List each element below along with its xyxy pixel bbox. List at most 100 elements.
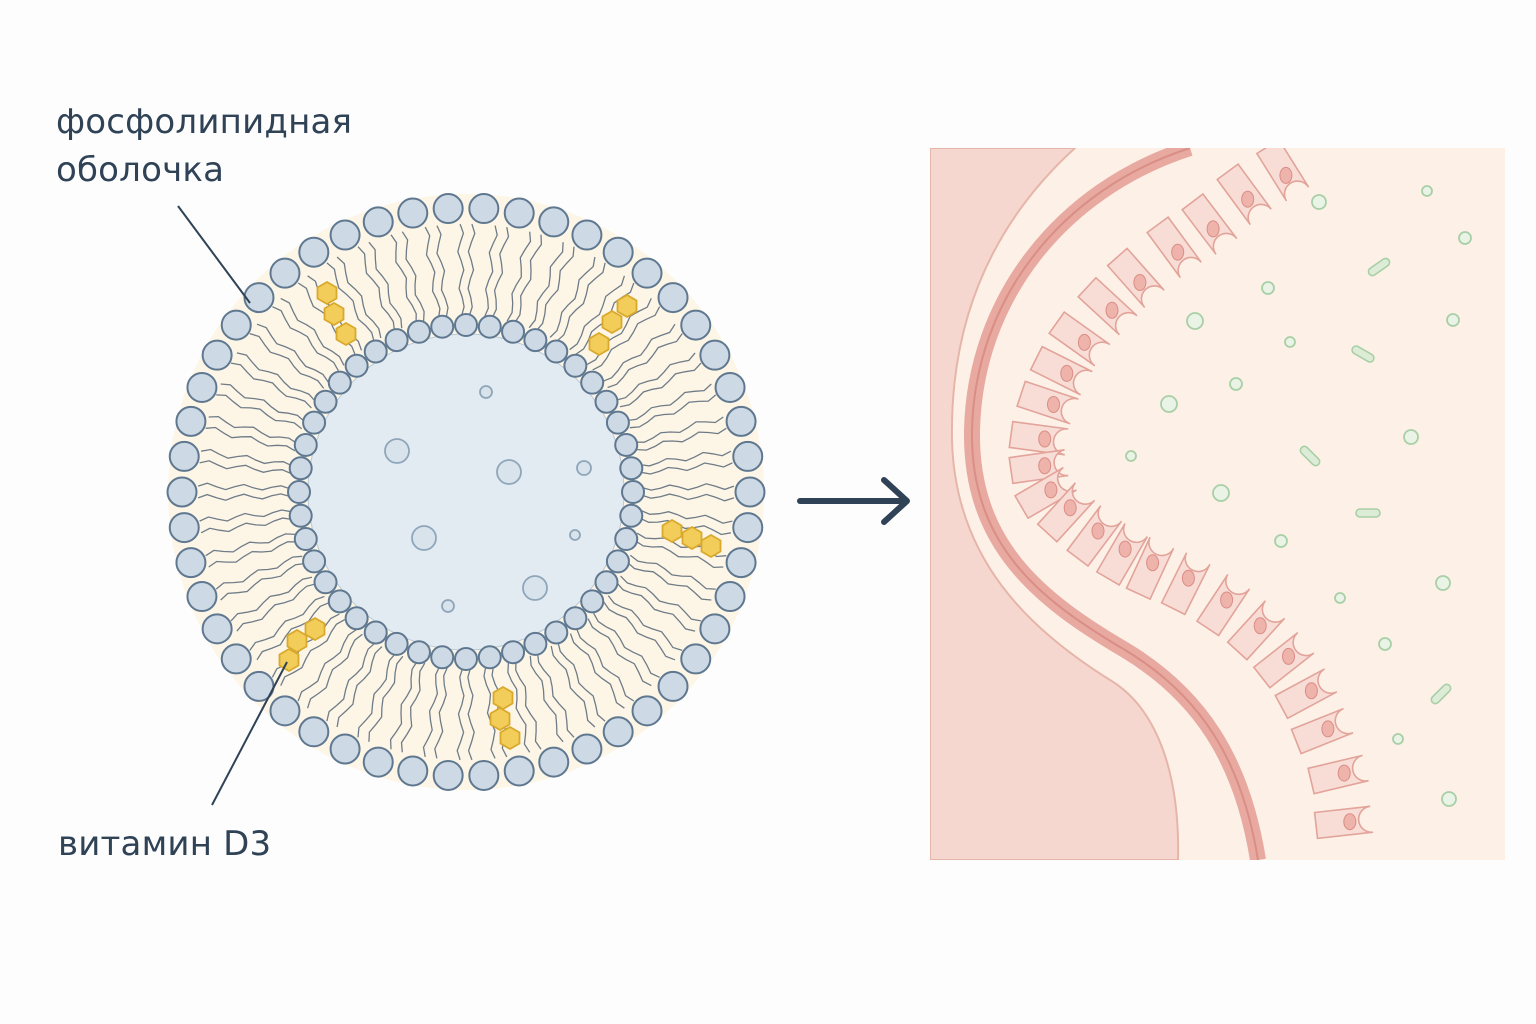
outer-lipid-head	[468, 759, 500, 791]
outer-lipid-head	[220, 643, 252, 675]
inner-lipid-head	[563, 606, 588, 631]
vitamin-d3-molecules	[278, 280, 722, 751]
outer-lipid-head	[657, 670, 689, 702]
lipid-tail	[280, 297, 345, 366]
lipid-tail	[200, 448, 293, 467]
lumen-rod-particle	[1367, 257, 1391, 277]
outer-lipid-head	[680, 309, 712, 341]
lipid-tail	[626, 383, 712, 422]
vitamin-d3-molecule	[316, 280, 357, 347]
lipid-tail	[641, 483, 735, 491]
lipid-tail	[326, 262, 375, 343]
inner-lipid-head	[563, 353, 588, 378]
muscle-layer-line	[970, 148, 1259, 860]
lipid-tail	[639, 517, 732, 536]
lumen-particle	[1160, 395, 1178, 413]
cell-nucleus	[1038, 457, 1052, 475]
lumen-rod-particle	[1351, 345, 1375, 363]
outer-lipid-head	[657, 282, 689, 314]
outer-lipid-head	[397, 197, 429, 229]
lumen-particle	[1435, 575, 1451, 591]
intestinal-wall	[930, 148, 1505, 860]
inner-lipid-head	[384, 328, 409, 353]
lipid-tail	[607, 595, 683, 652]
lipid-tail	[507, 662, 531, 753]
lumen-rod-particle	[1299, 445, 1321, 467]
outer-lipid-head	[680, 643, 712, 675]
lipid-tail	[230, 576, 313, 622]
lipid-tail	[216, 394, 303, 430]
cell-nucleus	[1321, 720, 1335, 738]
vitamin-ring	[588, 331, 610, 357]
inner-lipid-head	[619, 503, 644, 528]
outer-lipid-head	[298, 716, 330, 748]
lipid-tail	[640, 509, 733, 524]
core-particle	[479, 385, 493, 399]
lipid-tail	[197, 493, 291, 501]
vitamin-ring	[286, 628, 308, 654]
outer-lipid-head	[186, 371, 218, 403]
vitamin-ring	[278, 647, 300, 673]
inner-lipid-head	[406, 319, 431, 344]
outer-lipid-head	[725, 547, 757, 579]
lipid-tail	[549, 256, 596, 338]
lipid-tail	[215, 555, 303, 590]
vitamin-ring	[700, 533, 722, 559]
outer-lipid-head	[168, 512, 200, 544]
liposome	[166, 193, 766, 791]
outer-lipid-head	[362, 746, 394, 778]
arrow-icon	[797, 477, 910, 525]
cell-nucleus	[1343, 813, 1357, 831]
outer-lipid-head	[362, 206, 394, 238]
lumen-particle	[1392, 733, 1404, 745]
aqueous-core	[307, 333, 625, 651]
cell-nucleus	[1038, 430, 1052, 448]
inner-lipid-head	[523, 631, 548, 656]
lipid-tail	[483, 666, 496, 759]
outer-lipid-head	[503, 197, 535, 229]
vitamin-d3-molecule	[489, 685, 521, 751]
lumen-particle	[1229, 377, 1243, 391]
cell-nucleus	[1146, 554, 1160, 572]
inner-lipid-head	[477, 645, 502, 670]
lipid-tail	[576, 628, 635, 702]
outer-lipid-head	[168, 440, 200, 472]
inner-lipid-head	[302, 549, 327, 574]
outer-lipid-head	[714, 371, 746, 403]
outer-lipid-head	[631, 257, 663, 289]
outer-lipid-head	[699, 339, 731, 371]
lumen-particle	[1441, 791, 1457, 807]
core-particle	[569, 529, 581, 541]
lumen-particle	[1458, 231, 1472, 245]
lipid-tail	[634, 540, 724, 569]
lipid-tail	[629, 554, 716, 590]
lipid-tail	[639, 450, 732, 467]
outer-lipid-head	[243, 282, 275, 314]
intestinal-villi	[1008, 148, 1374, 840]
inner-lipid-head	[594, 389, 619, 414]
lipid-tail	[357, 246, 396, 332]
outer-lipid-head	[220, 309, 252, 341]
lipid-tail	[456, 667, 465, 761]
lumen-particle	[1378, 637, 1392, 651]
vitamin-d3-molecule	[661, 518, 722, 559]
shell-label-line-1: фосфолипидная	[56, 102, 353, 142]
lumen-particles	[1125, 185, 1472, 807]
inner-lipid-head	[430, 645, 455, 670]
core-particle	[441, 599, 455, 613]
lipid-tail	[422, 665, 441, 758]
lipid-tail	[236, 583, 317, 632]
inner-lipid-head	[363, 620, 388, 645]
inner-lipid-head	[614, 527, 639, 552]
inner-lipid-head	[287, 480, 311, 504]
lipid-tail	[200, 517, 293, 534]
outer-lipid-head	[631, 695, 663, 727]
outer-lipid-head	[186, 581, 218, 613]
lipid-tail	[592, 306, 661, 371]
lipid-tail	[467, 667, 475, 761]
lipid-tail	[457, 223, 465, 317]
lipid-tail	[306, 633, 363, 709]
vitamin-ring	[335, 321, 357, 347]
inner-lipid-head	[327, 370, 352, 395]
inner-lipid-head	[501, 319, 526, 344]
